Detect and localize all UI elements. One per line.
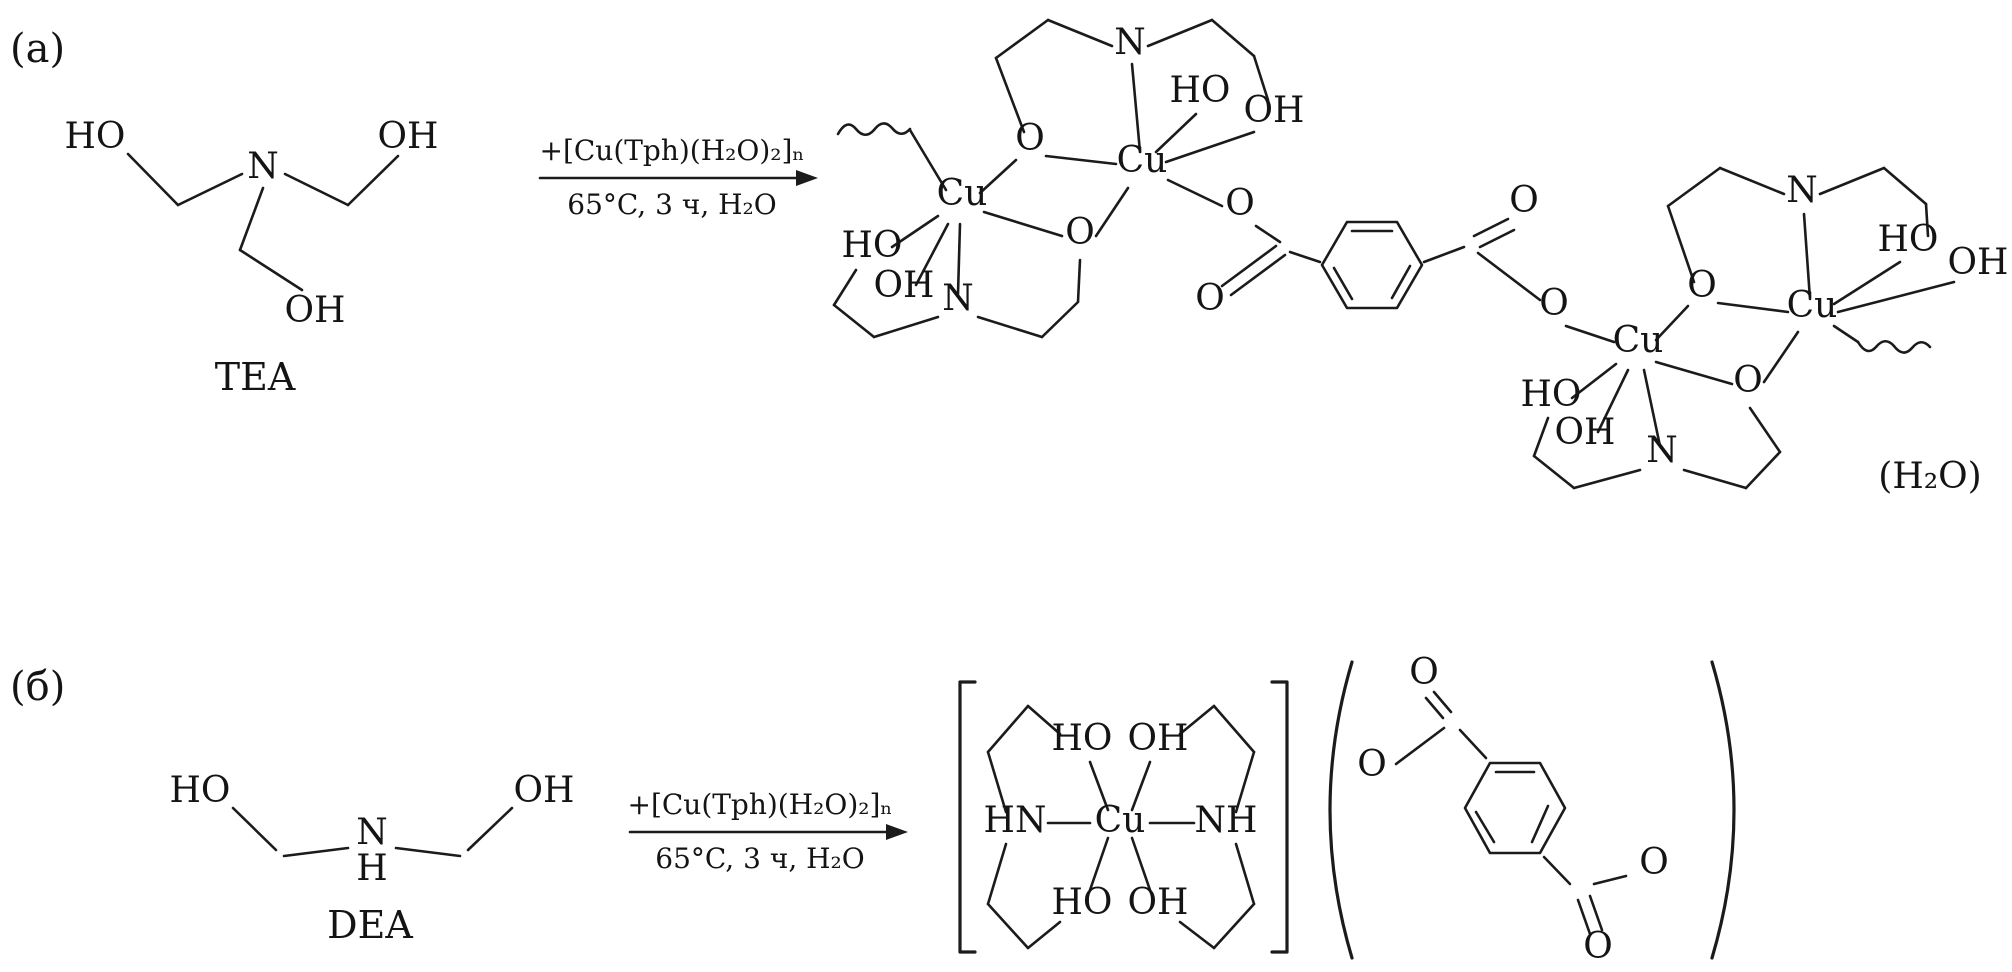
dea-label: DEA — [327, 903, 413, 947]
atom-o: O — [1015, 118, 1045, 159]
atom-o: O — [1225, 183, 1255, 224]
arrow-reagent-text: +[Cu(Tph)(H₂O)₂]ₙ — [539, 134, 804, 167]
atom-ho: HO — [1521, 374, 1582, 415]
atom-n: N — [356, 812, 388, 853]
atom-ho: HO — [170, 770, 231, 811]
atom-o: O — [1733, 360, 1763, 401]
complex-bonds — [986, 704, 1256, 950]
atom-oh: OH — [1128, 882, 1189, 923]
polymer-wave-right — [1856, 339, 1932, 354]
left-bracket — [958, 680, 977, 954]
tea-bonds — [126, 152, 400, 292]
panel-b-tag: (б) — [10, 664, 65, 710]
tea-label: TEA — [215, 355, 296, 399]
atom-ho: HO — [1052, 718, 1113, 759]
panel-b: (б) HO N H OH DEA +[Cu(Tph)(H₂O)₂]ₙ 65°C… — [10, 652, 1736, 967]
atom-n: N — [1646, 430, 1678, 471]
atom-cu: Cu — [1117, 140, 1168, 181]
atom-o: O — [1687, 265, 1717, 306]
reaction-arrow-b: +[Cu(Tph)(H₂O)₂]ₙ 65°C, 3 ч, H₂O — [627, 788, 908, 875]
product-a-bonds — [832, 18, 1956, 490]
atom-o: O — [1509, 180, 1539, 221]
atom-nh: NH — [1195, 800, 1258, 841]
benzene-ring — [1320, 220, 1424, 310]
right-paren — [1710, 660, 1736, 960]
terephthalate-bonds — [1394, 690, 1628, 936]
arrow-conditions-text: 65°C, 3 ч, H₂O — [655, 842, 864, 875]
dea-structure: HO N H OH DEA — [170, 770, 575, 947]
polymer-wave-left — [836, 122, 912, 137]
arrowhead-icon — [886, 824, 908, 840]
atom-ho: HO — [1052, 882, 1113, 923]
atom-n: N — [942, 278, 974, 319]
atom-cu: Cu — [1095, 800, 1146, 841]
atom-oh: OH — [378, 116, 439, 157]
arrow-conditions-text: 65°C, 3 ч, H₂O — [567, 188, 776, 221]
atom-oh: OH — [285, 290, 346, 331]
atom-h: H — [356, 848, 387, 889]
atom-hn: HN — [984, 800, 1047, 841]
terephthalate-anion: O O O O — [1328, 652, 1736, 967]
atom-oh: OH — [1128, 718, 1189, 759]
atom-o: O — [1539, 283, 1569, 324]
atom-oh: OH — [514, 770, 575, 811]
atom-n: N — [1786, 170, 1818, 211]
atom-ho: HO — [1170, 70, 1231, 111]
reaction-arrow-a: +[Cu(Tph)(H₂O)₂]ₙ 65°C, 3 ч, H₂O — [538, 134, 818, 221]
left-paren — [1328, 660, 1354, 960]
atom-n: N — [1114, 22, 1146, 63]
atom-oh: OH — [1555, 412, 1616, 453]
atom-oh: OH — [874, 265, 935, 306]
atom-o: O — [1195, 278, 1225, 319]
product-b-complex: HO OH HN Cu NH HO OH — [958, 680, 1289, 954]
atom-o: O — [1639, 842, 1669, 883]
panel-a-tag: (a) — [10, 26, 65, 72]
atom-o: O — [1065, 212, 1095, 253]
atom-o: O — [1357, 744, 1387, 785]
water-byproduct-label: (H₂O) — [1878, 456, 1981, 497]
panel-a: (a) HO N OH OH TEA +[Cu(Tph)(H₂O)₂]ₙ 65°… — [10, 18, 2009, 497]
atom-oh: OH — [1948, 242, 2009, 283]
arrow-reagent-text: +[Cu(Tph)(H₂O)₂]ₙ — [627, 788, 892, 821]
atom-ho: HO — [65, 116, 126, 157]
tea-structure: HO N OH OH TEA — [65, 116, 439, 399]
arrowhead-icon — [796, 170, 818, 186]
right-bracket — [1270, 680, 1289, 954]
atom-cu: Cu — [1613, 320, 1664, 361]
atom-oh: OH — [1244, 90, 1305, 131]
atom-ho: HO — [842, 225, 903, 266]
benzene-ring — [1463, 761, 1567, 855]
atom-cu: Cu — [937, 173, 988, 214]
atom-n: N — [247, 146, 279, 187]
atom-cu: Cu — [1787, 285, 1838, 326]
atom-o: O — [1409, 652, 1439, 693]
product-a: Cu O Cu O N HO OH HO OH N O O O O Cu O C… — [832, 18, 2009, 497]
atom-o: O — [1583, 926, 1613, 967]
atom-ho: HO — [1878, 219, 1939, 260]
dea-bonds — [231, 806, 514, 858]
